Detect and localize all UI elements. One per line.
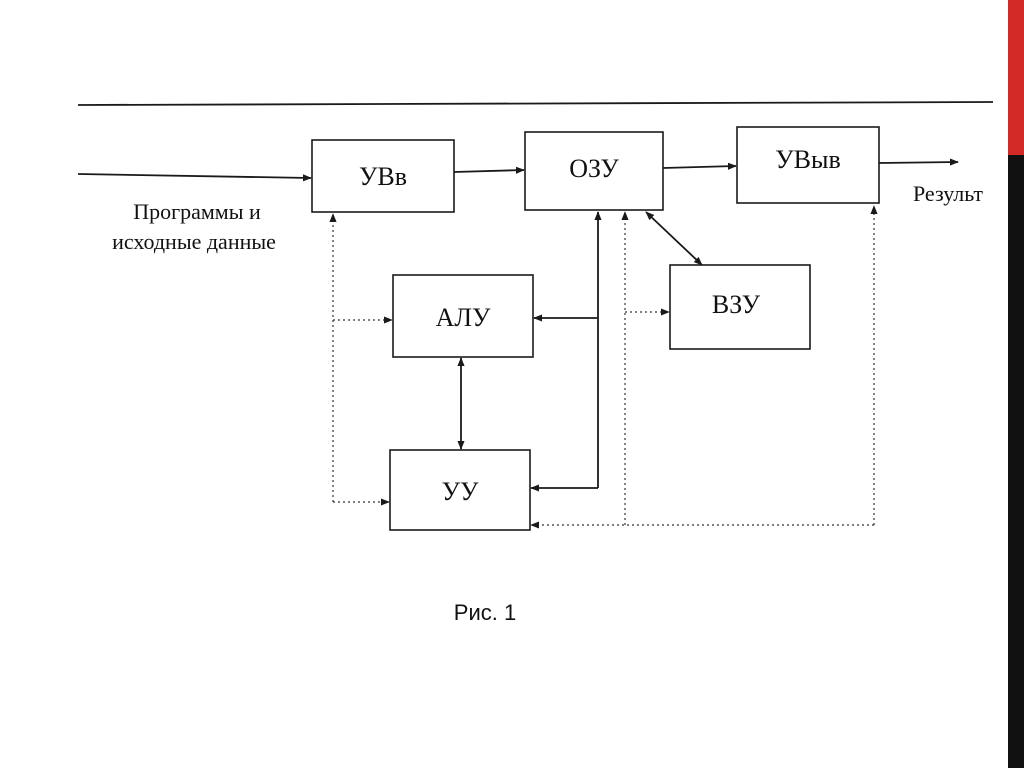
figure-caption: Рис. 1 — [453, 600, 517, 625]
input-label-line1: Программы и — [133, 199, 261, 224]
arrow-ozu-vzu — [645, 211, 703, 266]
block-uvyv-label: УВыв — [775, 145, 841, 174]
block-alu — [392, 274, 534, 358]
output-label: Результ — [913, 181, 983, 206]
block-ozu — [524, 131, 664, 211]
block-uu — [389, 449, 531, 531]
arrow-uvv-to-ozu — [453, 166, 525, 174]
output-arrow — [878, 158, 959, 166]
block-uvyv — [736, 126, 880, 204]
block-alu-label: АЛУ — [436, 303, 491, 332]
slide-accent-bar-red — [1008, 0, 1024, 155]
block-vzu-label: ВЗУ — [712, 290, 761, 319]
input-label-line2: исходные данные — [112, 229, 276, 254]
block-uu-label: УУ — [442, 477, 479, 506]
arrow-ozu-to-uvyv — [662, 162, 737, 170]
slide-accent-bar-dark — [1008, 155, 1024, 768]
top-rule-line — [77, 101, 994, 106]
block-ozu-label: ОЗУ — [569, 154, 619, 183]
block-vzu — [669, 264, 811, 350]
block-uvv — [311, 139, 455, 213]
input-arrow — [77, 173, 312, 182]
block-uvv-label: УВв — [359, 162, 407, 191]
